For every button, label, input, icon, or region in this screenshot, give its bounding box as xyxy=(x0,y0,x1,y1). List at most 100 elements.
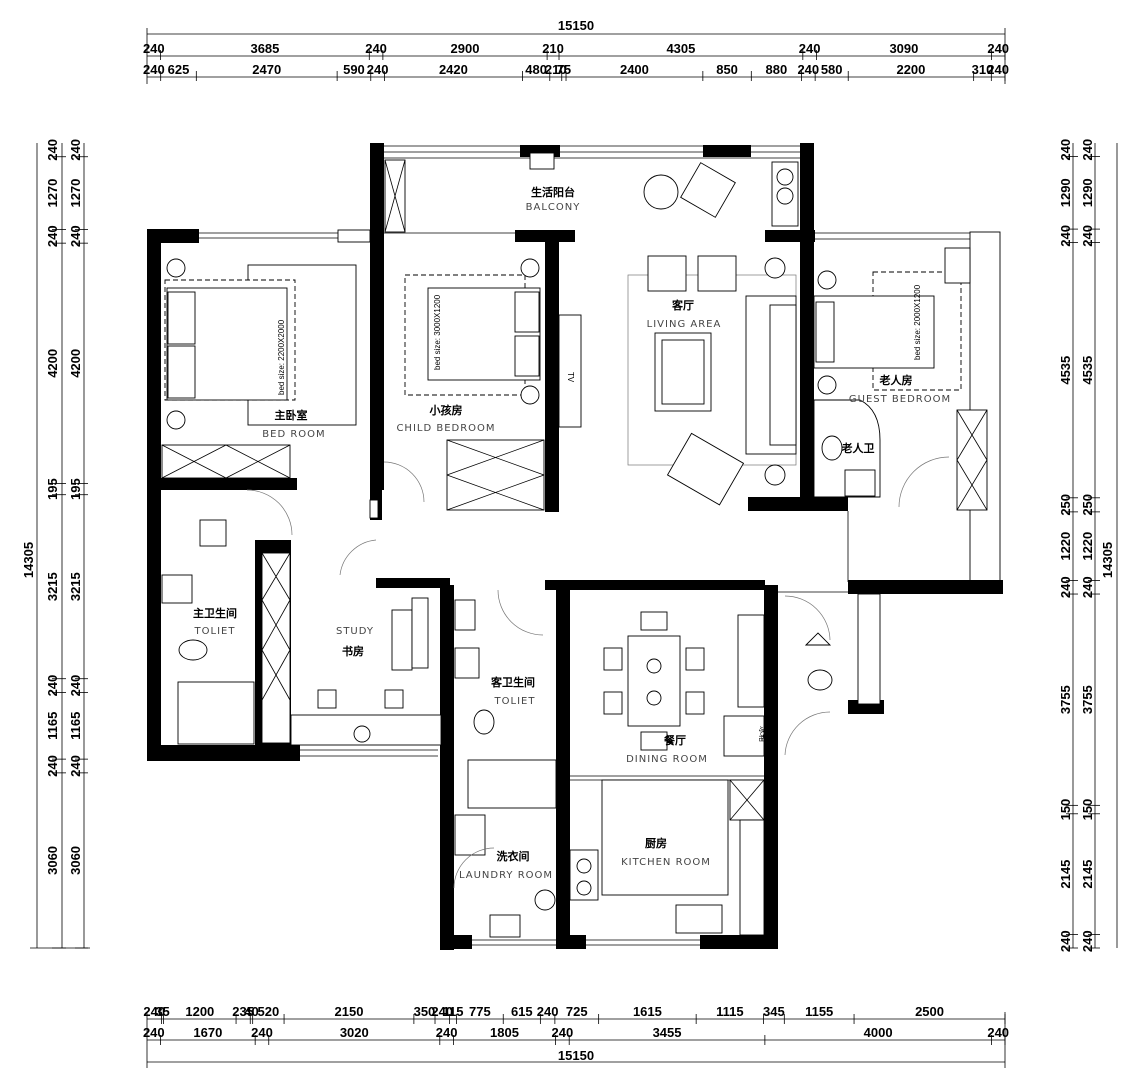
dimension-value: 3755 xyxy=(1080,685,1095,714)
dimension-value: 250 xyxy=(1080,494,1095,516)
dimension-value: 240 xyxy=(431,1004,453,1019)
dimension-value: 195 xyxy=(45,478,60,500)
study-cn-label: 书房 xyxy=(342,644,364,658)
dimension-value: 1290 xyxy=(1058,178,1073,207)
bottom-total-dimension: 15150 xyxy=(558,1048,594,1063)
dimension-value: 310 xyxy=(972,62,994,77)
shower-tub xyxy=(467,759,557,809)
dimension-value: 240 xyxy=(1058,225,1073,247)
dimension-value: 880 xyxy=(766,62,788,77)
dimension-value: 4535 xyxy=(1080,356,1095,385)
dimension-value: 4000 xyxy=(864,1025,893,1040)
dimension-value: 240 xyxy=(68,675,83,697)
dimension-value: 2400 xyxy=(620,62,649,77)
dimension-value: 1220 xyxy=(1080,532,1095,561)
dimension-value: 725 xyxy=(566,1004,588,1019)
dimension-value: 240 xyxy=(799,41,821,56)
dimension-value: 3455 xyxy=(653,1025,682,1040)
dimension-value: 235 xyxy=(232,1004,254,1019)
living-area-en-label: LIVING AREA xyxy=(647,319,722,330)
left-total-dimension: 14305 xyxy=(21,542,36,578)
guest-toilet-cn-label: 客卫生间 xyxy=(490,675,535,689)
dimension-value: 1200 xyxy=(185,1004,214,1019)
child-bed-size-label: bed size: 3000X1200 xyxy=(433,294,442,370)
dimension-value: 520 xyxy=(258,1004,280,1019)
dimension-value: 240 xyxy=(1080,139,1095,161)
laundry-cn-label: 洗衣间 xyxy=(497,849,530,863)
guest-toilet-en-label: TOLIET xyxy=(494,696,536,707)
dimension-value: 240 xyxy=(143,62,165,77)
kitchen-en-label: KITCHEN ROOM xyxy=(621,857,711,868)
dimension-value: 3090 xyxy=(889,41,918,56)
dining-en-label: DINING ROOM xyxy=(626,754,708,765)
dimension-value: 35 xyxy=(155,1004,169,1019)
dimension-value: 4200 xyxy=(68,349,83,378)
dimension-value: 2900 xyxy=(451,41,480,56)
dimension-value: 240 xyxy=(45,225,60,247)
dimension-value: 150 xyxy=(1080,799,1095,821)
dimension-value: 3060 xyxy=(68,846,83,875)
dimension-value: 75 xyxy=(557,62,571,77)
dimension-value: 240 xyxy=(987,1025,1009,1040)
dimension-value: 240 xyxy=(143,1025,165,1040)
laundry-en-label: LAUNDRY ROOM xyxy=(459,870,553,881)
dining-table xyxy=(627,635,681,727)
dimension-value: 240 xyxy=(436,1025,458,1040)
dimension-value: 115 xyxy=(442,1004,463,1019)
guest-bed-size-label: bed size: 2000X1200 xyxy=(913,284,922,360)
dimension-value: 2150 xyxy=(335,1004,364,1019)
child-bedroom-cn-label: 小孩房 xyxy=(429,403,463,417)
dimension-value: 1290 xyxy=(1080,178,1095,207)
dimension-value: 240 xyxy=(45,139,60,161)
dimension-value: 40 xyxy=(244,1004,258,1019)
dimension-value: 615 xyxy=(511,1004,533,1019)
master-toilet-cn-label: 主卫生间 xyxy=(193,606,237,620)
room-labels: 生活阳台 BALCONY 主卧室 BED ROOM 小孩房 CHILD BEDR… xyxy=(193,185,951,881)
left-dimensions: 14305 240 1270 240 4200 195 3215 240 1165 240 306… xyxy=(21,139,90,949)
dimension-value: 1270 xyxy=(68,179,83,208)
dimension-value: 240 xyxy=(68,225,83,247)
dimension-value: 625 xyxy=(168,62,190,77)
dimension-value: 350 xyxy=(414,1004,436,1019)
right-total-dimension: 14305 xyxy=(1100,542,1115,578)
dimension-value: 210 xyxy=(542,41,564,56)
lounge-chair xyxy=(680,162,736,218)
dimension-value: 1670 xyxy=(193,1025,222,1040)
dimension-value: 240 xyxy=(68,139,83,161)
dimension-value: 3685 xyxy=(250,41,279,56)
dimension-value: 3215 xyxy=(68,572,83,601)
dimension-value: 240 xyxy=(365,41,387,56)
dimension-value: 3215 xyxy=(45,572,60,601)
kitchen-island xyxy=(601,779,729,896)
dimension-value: 2145 xyxy=(1058,860,1073,889)
guest-bedroom-en-label: GUEST BEDROOM xyxy=(849,394,951,405)
dimension-value: 1165 xyxy=(45,712,60,740)
dimension-value: 240 xyxy=(143,1004,165,1019)
dining-cn-label: 餐厅 xyxy=(663,733,686,747)
kitchen-cn-label: 厨房 xyxy=(645,836,667,850)
guest-bedroom-cn-label: 老人房 xyxy=(879,373,913,387)
fridge-label: 冰箱 xyxy=(758,726,768,742)
dimension-value: 1115 xyxy=(716,1004,744,1019)
balcony-en-label: BALCONY xyxy=(526,202,581,213)
master-bedroom-en-label: BED ROOM xyxy=(262,429,325,440)
dimension-value: 240 xyxy=(1058,576,1073,598)
dimension-value: 580 xyxy=(821,62,843,77)
tv-cabinet xyxy=(558,314,582,428)
dimension-value: 1165 xyxy=(68,712,83,740)
tv-label: TV xyxy=(566,372,575,383)
dimension-value: 240 xyxy=(143,41,165,56)
study-en-label: STUDY xyxy=(336,626,374,637)
dimension-value: 240 xyxy=(552,1025,574,1040)
dimension-value: 1615 xyxy=(633,1004,662,1019)
dimension-value: 240 xyxy=(797,62,819,77)
bathtub xyxy=(177,681,255,745)
child-bedroom-en-label: CHILD BEDROOM xyxy=(396,423,495,434)
dimension-value: 240 xyxy=(251,1025,273,1040)
dimension-value: 2470 xyxy=(252,62,281,77)
dimension-value: 240 xyxy=(1080,225,1095,247)
dimension-value: 4200 xyxy=(45,349,60,378)
elder-bath-label: 老人卫 xyxy=(841,441,875,455)
